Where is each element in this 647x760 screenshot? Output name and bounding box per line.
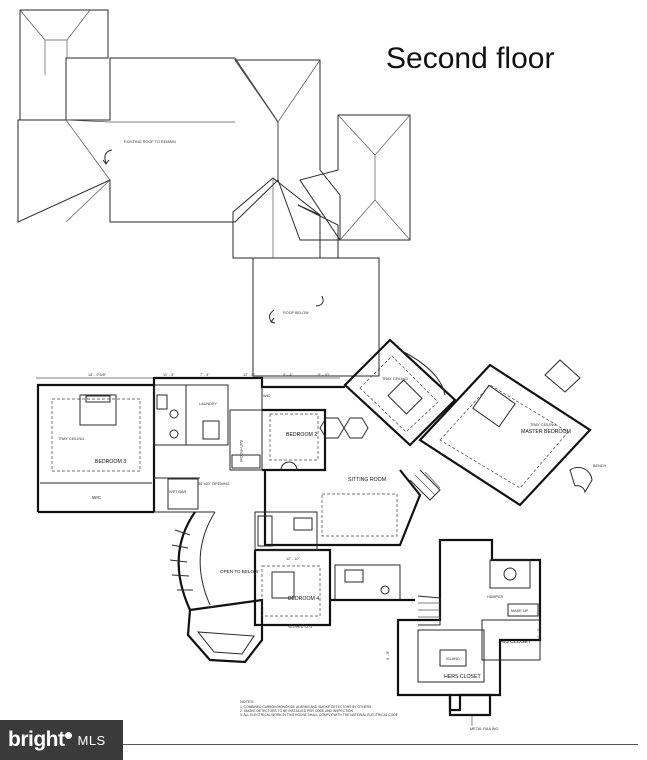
notes-header: NOTES: [240, 700, 254, 704]
bench-label: BENCH [593, 464, 607, 468]
watermark-brand: bright [8, 728, 65, 751]
notes-line-2: 2. SMOKE DETECTORS TO BE INSTALLED PER C… [240, 709, 354, 713]
brightmls-watermark: bright MLS [0, 720, 123, 760]
laundry-label: LAUNDRY [199, 402, 218, 406]
page-title: Second floor [386, 42, 555, 75]
sitting-room-label: SITTING ROOM [348, 477, 386, 483]
bedroom2-label: BEDROOM 2 [286, 432, 317, 438]
wet-bar-label: WET BAR [169, 490, 186, 494]
wic-top-label: WIC [263, 394, 271, 398]
dim-2: 11' - 3" [163, 373, 175, 377]
bedroom3-label: BEDROOM 3 [95, 459, 126, 465]
dim-1: 16' - 9 5/8" [88, 373, 107, 377]
opening-label: 36"x60" OPENING [198, 482, 230, 486]
dim-7: 12' - 10" [286, 557, 301, 561]
dim-6: 5' - 10" [318, 373, 330, 377]
dim-8: 9' - 8" [386, 650, 390, 660]
hamper-label: HAMPER [487, 595, 504, 599]
metal-railing-label: METAL RAILING [470, 727, 499, 731]
tray-ceiling-upper: TRAY CEILING [382, 377, 408, 381]
dim-5: 5' - 4" [283, 373, 293, 377]
wic-left-label: WIC [92, 495, 102, 500]
hers-closet-label: HERS CLOSET [444, 674, 481, 680]
dim-9: 14' - 2" [537, 628, 541, 640]
his-closet-label: HIS CLOSET [500, 639, 532, 645]
dim-4: 12' - 6" [243, 373, 255, 377]
bathroom-label: BATHROOM [239, 440, 243, 462]
bedroom4-label: BEDROOM 4 [288, 596, 319, 602]
floor-plan: 16' - 9 5/8" 11' - 3" 7' - 4" 12' - 6" 5… [36, 338, 607, 731]
notes-line-1: 1. COMBINED CARBON MONOXIDE ALARMS AND S… [240, 705, 372, 709]
bottom-rule [123, 744, 638, 745]
tray-ceiling-master: TRAY CEILING [530, 423, 556, 427]
makeup-label: MAKE UP [511, 609, 529, 613]
island-label: ISLAND [446, 657, 460, 661]
existing-roof-label: EXISTING ROOF TO REMAIN [124, 140, 176, 144]
dim-3: 7' - 4" [200, 373, 210, 377]
tray-ceiling-b3: TRAY CEILING [58, 437, 84, 441]
notes-line-3: 3. ALL ELECTRICAL WORK IN THIS HOUSE SHA… [240, 713, 399, 717]
watermark-suffix: MLS [77, 732, 106, 748]
roof-plan: EXISTING ROOF TO REMAIN ROOF BELOW [17, 9, 411, 377]
watermark-dot-icon [65, 731, 73, 739]
roof-below-label: ROOF BELOW [283, 311, 309, 315]
open-to-below-label: OPEN TO BELOW [220, 569, 259, 574]
sloped-ceiling-label: SLOPED CLG [288, 625, 312, 629]
master-bedroom-label: MASTER BEDROOM [521, 429, 571, 435]
